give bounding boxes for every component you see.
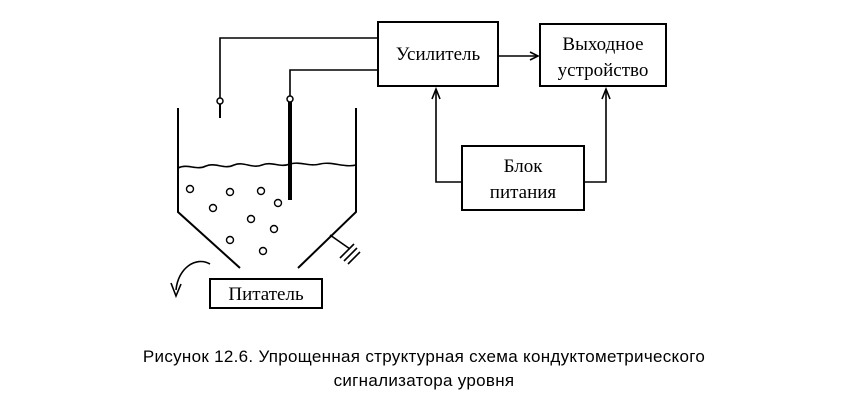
power-supply-label-line1: Блок — [504, 156, 544, 177]
figure-caption-line1: Рисунок 12.6. Упрощенная структурная схе… — [143, 347, 705, 366]
tank-particles — [185, 184, 283, 256]
power-supply-label-line2: питания — [490, 182, 557, 203]
tank — [177, 108, 357, 269]
electrode-long — [286, 69, 378, 200]
ground-symbol-icon — [329, 234, 361, 265]
power-supply-block — [461, 145, 585, 211]
figure-caption-line2: сигнализатора уровня — [334, 371, 515, 390]
electrode-short — [216, 37, 378, 118]
arrow-power-to-amplifier — [431, 86, 462, 183]
output-device-block — [539, 23, 667, 87]
output-device-label-line1: Выходное — [562, 34, 643, 55]
arrow-amplifier-to-output — [498, 51, 540, 61]
feeder-label: Питатель — [228, 284, 304, 305]
amplifier-block — [377, 21, 499, 87]
rotation-arrow-icon — [170, 260, 211, 299]
arrow-power-to-output — [584, 86, 611, 183]
feeder-block — [209, 278, 323, 309]
output-device-label-line2: устройство — [558, 60, 649, 81]
amplifier-label: Усилитель — [396, 44, 481, 65]
